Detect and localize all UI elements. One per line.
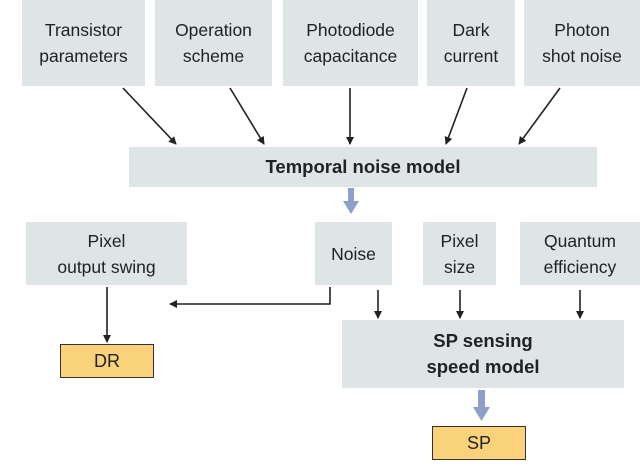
dark-current-box: Dark current bbox=[427, 0, 515, 86]
noise-label: Noise bbox=[331, 243, 376, 264]
operation-scheme-box: Operation scheme bbox=[155, 0, 272, 86]
thick-arrow-model-to-noise bbox=[343, 188, 359, 214]
arrow-dark-to-model bbox=[444, 87, 468, 145]
temporal-noise-model-box: Temporal noise model bbox=[129, 147, 597, 187]
pixel-output-swing-box: Pixel output swing bbox=[26, 222, 187, 285]
arrow-shot-to-model bbox=[518, 87, 561, 145]
sp-output-box: SP bbox=[432, 426, 526, 460]
sp-sensing-speed-model-label: SP sensing speed model bbox=[426, 330, 540, 377]
pixel-size-label: Pixel size bbox=[440, 230, 479, 277]
photodiode-capacitance-box: Photodiode capacitance bbox=[283, 0, 418, 86]
photon-shot-noise-label: Photon shot noise bbox=[542, 20, 622, 66]
dr-output-box: DR bbox=[60, 344, 154, 378]
transistor-parameters-box: Transistor parameters bbox=[22, 0, 145, 86]
operation-scheme-label: Operation scheme bbox=[175, 20, 252, 66]
arrow-operation-to-model bbox=[229, 87, 265, 145]
sp-output-label: SP bbox=[466, 432, 491, 453]
arrow-transistor-to-model bbox=[122, 87, 177, 145]
quantum-efficiency-label: Quantum efficiency bbox=[543, 230, 617, 277]
dr-output-label: DR bbox=[94, 350, 120, 371]
quantum-efficiency-box: Quantum efficiency bbox=[520, 222, 640, 285]
photon-shot-noise-box: Photon shot noise bbox=[524, 0, 640, 86]
temporal-noise-model-label: Temporal noise model bbox=[265, 156, 461, 177]
transistor-parameters-label: Transistor parameters bbox=[39, 20, 128, 66]
dark-current-label: Dark current bbox=[443, 20, 499, 66]
thick-arrow-sp-model-to-sp bbox=[473, 390, 490, 421]
noise-box: Noise bbox=[315, 222, 392, 285]
photodiode-capacitance-label: Photodiode capacitance bbox=[303, 20, 398, 66]
line-noise-to-swing bbox=[169, 287, 331, 308]
pixel-size-box: Pixel size bbox=[423, 222, 496, 285]
pixel-output-swing-label: Pixel output swing bbox=[57, 230, 156, 277]
sp-sensing-speed-model-box: SP sensing speed model bbox=[342, 320, 624, 388]
